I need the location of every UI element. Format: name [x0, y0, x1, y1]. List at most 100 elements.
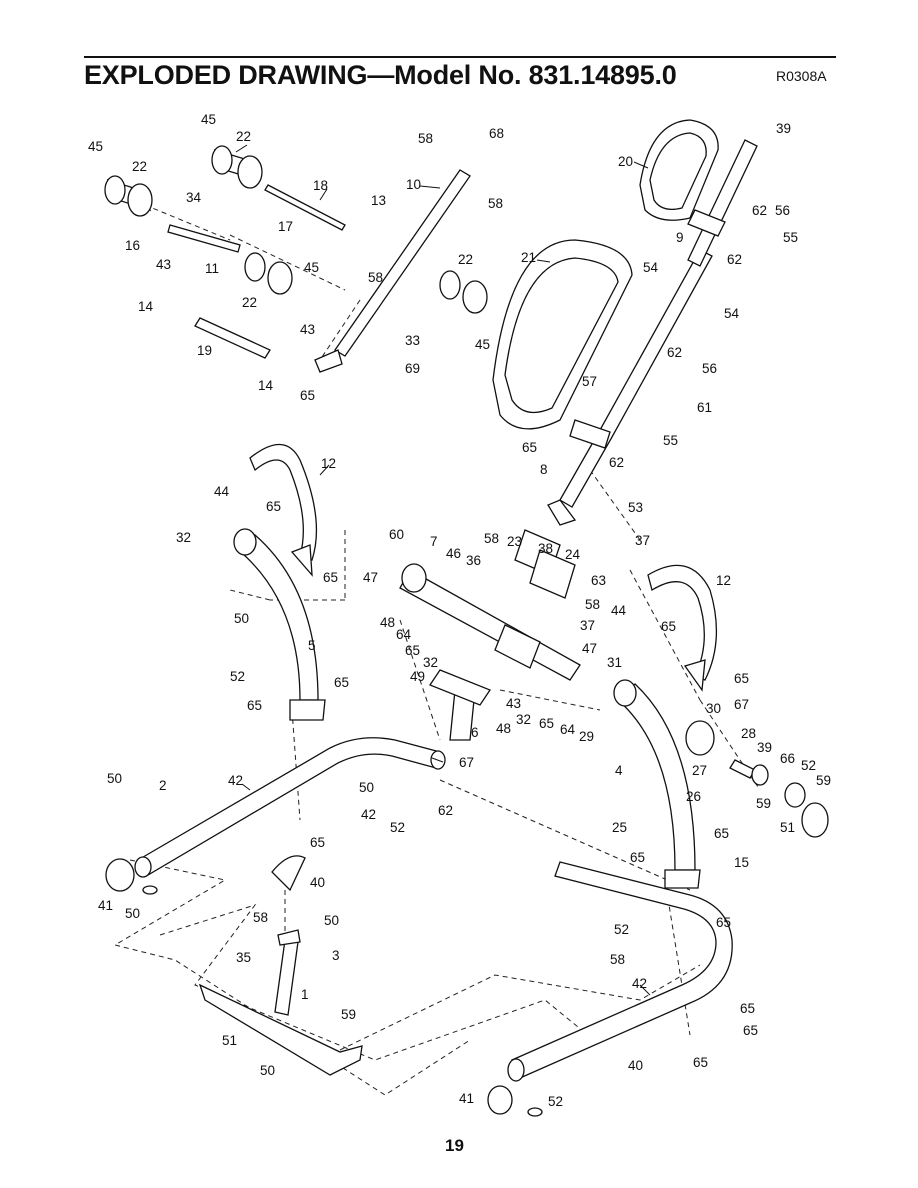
callout-12: 12 [321, 456, 336, 471]
callout-54: 54 [643, 260, 659, 275]
callout-46: 46 [446, 546, 461, 561]
callout-65: 65 [714, 826, 729, 841]
foot-caps [105, 858, 543, 1117]
seat-frame-8 [547, 249, 713, 526]
column-10 [314, 169, 471, 373]
callout-13: 13 [371, 193, 386, 208]
callout-65: 65 [539, 716, 554, 731]
callout-50: 65 [716, 915, 731, 930]
callout-40: 41 [459, 1091, 474, 1106]
callout-39: 67 [459, 755, 474, 770]
callout-17: 17 [278, 219, 293, 234]
callout-4: 26 [686, 789, 701, 804]
callout-29: 28 [741, 726, 756, 741]
callout-3: 1 [301, 987, 309, 1002]
callout-47: 47 [582, 641, 597, 656]
callout-65: 65 [522, 440, 537, 455]
callout-16: 16 [125, 238, 140, 253]
callout-7: 7 [430, 534, 438, 549]
callout-62: 62 [667, 345, 682, 360]
callout-65: 65 [630, 850, 645, 865]
callout-24: 24 [565, 547, 581, 562]
callout-33: 33 [405, 333, 420, 348]
callout-37: 37 [635, 533, 650, 548]
callout-18: 18 [313, 178, 328, 193]
callout-56: 56 [702, 361, 717, 376]
callout-45: 45 [304, 260, 319, 275]
bar-6 [429, 669, 491, 741]
callout-62: 62 [609, 455, 624, 470]
callout-64: 64 [396, 627, 412, 642]
callout-6: 6 [471, 725, 479, 740]
callout-20: 20 [618, 154, 633, 169]
frame-base-right [507, 861, 733, 1082]
callout-50: 50 [234, 611, 249, 626]
arm-12-right [647, 564, 718, 692]
callout-12: 12 [716, 573, 731, 588]
header-rule [84, 56, 836, 58]
callout-27: 66 [780, 751, 795, 766]
callout-8: 8 [540, 462, 548, 477]
callout-62: 62 [752, 203, 767, 218]
callout-32: 32 [176, 530, 191, 545]
callout-48: 48 [380, 615, 395, 630]
callout-21: 21 [521, 250, 536, 265]
callout-60: 60 [389, 527, 404, 542]
callout-50: 4 [615, 763, 623, 778]
callout-52: 52 [230, 669, 245, 684]
roller-22-d [439, 270, 488, 314]
callout-57: 57 [582, 374, 597, 389]
callout-65: 65 [334, 675, 349, 690]
callout-43: 43 [300, 322, 315, 337]
callout-61: 61 [697, 400, 712, 415]
callout-51: 65 [693, 1055, 708, 1070]
leader-lines [235, 144, 651, 996]
callout-42: 62 [438, 803, 453, 818]
callout-10: 10 [406, 177, 421, 192]
callout-65: 65 [323, 570, 338, 585]
callout-32: 32 [423, 655, 438, 670]
callout-48: 29 [579, 729, 594, 744]
callout-59: 52 [390, 820, 405, 835]
callout-67: 27 [692, 763, 707, 778]
callout-43: 43 [156, 257, 171, 272]
callout-44: 44 [611, 603, 627, 618]
callout-67: 67 [734, 697, 749, 712]
crossbar-7 [399, 529, 581, 681]
roller-22-b [211, 145, 263, 189]
callout-65: 51 [222, 1033, 237, 1048]
callout-50: 52 [614, 922, 629, 937]
callout-54: 54 [724, 306, 740, 321]
callout-52: 58 [610, 952, 625, 967]
backrest-tube-9 [687, 139, 758, 267]
callout-42: 65 [740, 1001, 755, 1016]
callout-labels: 45 45 22 22 58 68 39 20 34 18 10 58 62 5… [88, 112, 831, 1109]
callout-59: 42 [361, 807, 376, 822]
callout-40: 41 [98, 898, 113, 913]
callout-52: 25 [612, 820, 627, 835]
callout-14: 14 [138, 299, 154, 314]
callout-44: 44 [214, 484, 230, 499]
callout-34: 34 [186, 190, 202, 205]
callout-65: 65 [247, 698, 262, 713]
callout-68: 68 [489, 126, 504, 141]
callout-22: 22 [236, 129, 251, 144]
callout-65: 59 [341, 1007, 356, 1022]
callout-58: 50 [324, 913, 339, 928]
callout-56: 56 [775, 203, 790, 218]
callout-66: 52 [801, 758, 816, 773]
callout-55: 55 [663, 433, 678, 448]
callout-2: 42 [228, 773, 243, 788]
callout-58: 58 [585, 597, 600, 612]
callout-22: 22 [458, 252, 473, 267]
arm-12-left [249, 443, 318, 577]
callout-43: 43 [506, 696, 521, 711]
drawing-reference: R0308A [776, 68, 827, 84]
callout-42: 50 [359, 780, 374, 795]
callout-50: 2 [159, 778, 167, 793]
callout-32: 32 [516, 712, 531, 727]
callout-58: 58 [488, 196, 503, 211]
callout-62: 62 [727, 252, 742, 267]
callout-65: 65 [661, 619, 676, 634]
